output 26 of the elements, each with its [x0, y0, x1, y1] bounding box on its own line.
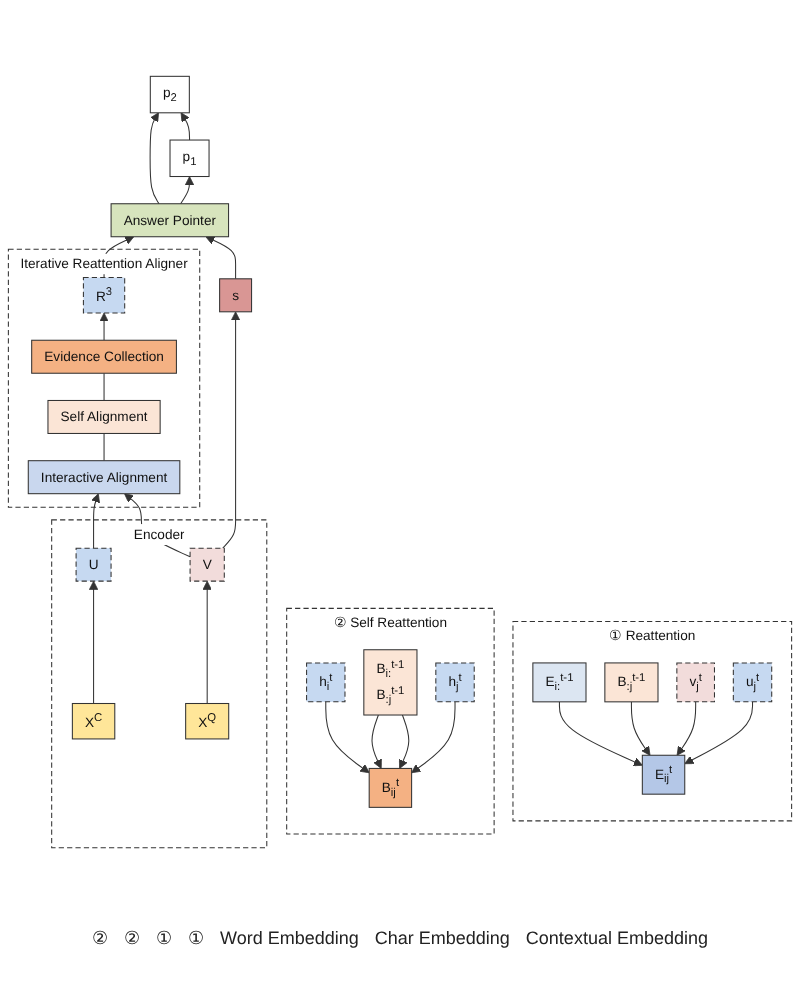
arrow	[88, 580, 99, 705]
note-text: ②	[92, 928, 108, 952]
arrow	[399, 714, 410, 769]
arrow	[558, 701, 643, 767]
note-text: Word Embedding	[220, 928, 359, 952]
arrow	[222, 311, 241, 549]
arrow	[205, 236, 237, 280]
arrow	[325, 701, 370, 774]
arrow	[411, 701, 456, 774]
arrow	[371, 714, 382, 769]
arrow	[149, 112, 160, 205]
connector	[103, 432, 105, 462]
note-text: ②	[124, 928, 140, 952]
note-text: ①	[156, 928, 172, 952]
note-text: Char Embedding	[374, 928, 510, 952]
arrow	[99, 312, 109, 341]
arrow	[180, 112, 191, 141]
arrow	[180, 176, 195, 205]
note-text: ①	[188, 928, 204, 952]
arrow	[91, 493, 100, 549]
arrow	[630, 701, 651, 756]
connector	[103, 372, 105, 401]
arrow	[676, 701, 697, 756]
note-text: Contextual Embedding	[525, 928, 708, 952]
arrow	[202, 580, 212, 705]
arrow	[684, 701, 754, 765]
